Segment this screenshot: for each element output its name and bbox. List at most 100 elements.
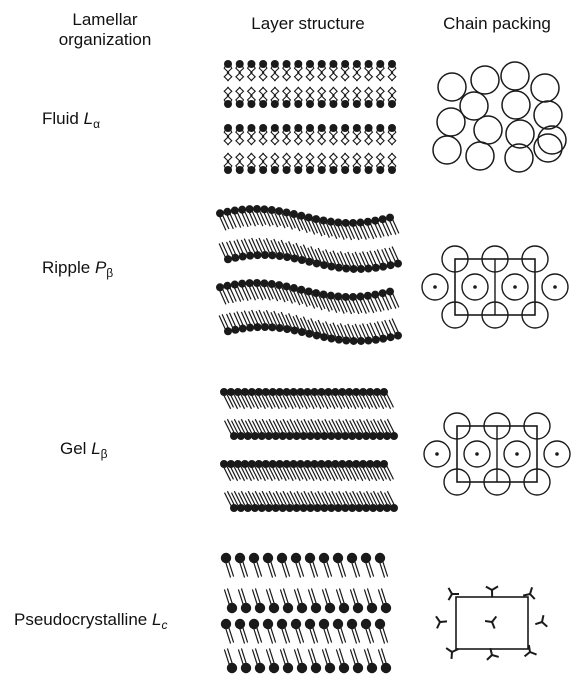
lipid-head [352, 662, 364, 674]
lipid-head [312, 215, 321, 224]
y-motif [435, 615, 448, 629]
lipid-tail [226, 86, 233, 105]
chain-circle [473, 115, 503, 145]
lipid-head [224, 166, 232, 174]
lipid-head [247, 388, 256, 396]
lipid-head [338, 388, 347, 396]
row-name: Gel [60, 439, 87, 458]
lipid-head [352, 166, 361, 174]
lipid-head [320, 504, 329, 512]
lipid-head [313, 432, 322, 440]
lipid-head [257, 432, 266, 440]
chain-circle [505, 119, 535, 149]
lipid-head [386, 287, 394, 296]
lipid-head [376, 166, 385, 174]
lipid-head [349, 218, 358, 227]
lipid-head [324, 388, 333, 396]
gel-layer-structure [220, 388, 398, 512]
row-label-fluid: Fluid Lα [42, 108, 100, 135]
row-subscript: β [100, 447, 108, 461]
lipid-head [329, 124, 338, 132]
lipid-head [290, 552, 302, 564]
lipid-head [306, 60, 314, 68]
lipid-head [318, 552, 330, 564]
lipid-head [334, 263, 343, 272]
lipid-head [320, 432, 329, 440]
lipid-tail [235, 127, 242, 146]
lipid-head [304, 618, 316, 630]
lipid-tail [390, 86, 397, 105]
lipid-head [386, 333, 395, 342]
lipid-tail [238, 63, 245, 82]
lipid-head [282, 282, 291, 291]
lipid-tail [223, 86, 230, 105]
y-motif [523, 644, 537, 658]
lipid-head [355, 432, 364, 440]
lipid-head [376, 504, 385, 512]
lipid-head [317, 60, 326, 68]
lipid-head [275, 324, 284, 333]
lipid-tail [332, 86, 338, 105]
lipid-head [380, 388, 388, 396]
lipid-head [352, 60, 361, 68]
lipid-tail [238, 152, 245, 171]
lipid-tail [364, 127, 370, 146]
lipid-head [220, 552, 232, 564]
lipid-head [282, 166, 291, 174]
chain-circle [481, 245, 509, 273]
lipid-tail [328, 86, 335, 105]
lipid-head [234, 618, 246, 630]
lipid-tail [223, 127, 230, 146]
lipid-head [348, 432, 357, 440]
lipid-head [276, 552, 288, 564]
lipid-head [282, 388, 291, 396]
motif-arm [522, 593, 531, 597]
lipid-head [338, 602, 350, 614]
row-name: Ripple [42, 258, 91, 277]
motif-arm [484, 620, 493, 623]
chain-circle [437, 72, 467, 102]
lipid-head [371, 263, 380, 272]
lipid-head [342, 264, 351, 273]
lipid-head [310, 388, 319, 396]
lipid-tail [308, 127, 315, 146]
lipid-head [278, 504, 287, 512]
lipid-head [366, 602, 378, 614]
lipid-head [243, 504, 252, 512]
lipid-head [362, 504, 371, 512]
motif-arm [491, 621, 496, 629]
lipid-head [364, 166, 373, 174]
motif-arm [489, 647, 493, 656]
lipid-head [324, 662, 336, 674]
lipid-head [317, 166, 326, 174]
lipid-head [246, 323, 255, 332]
chain-circle [463, 440, 491, 468]
pseudocrystalline-chain-packing [435, 585, 548, 661]
chain-circle [521, 245, 549, 273]
lipid-head [282, 60, 291, 68]
lipid-head [329, 166, 338, 174]
lipid-tail [378, 63, 385, 82]
lipid-tail [387, 63, 394, 82]
ripple-chain-packing [421, 245, 569, 329]
lipid-head [268, 662, 280, 674]
pseudocrystalline-layer-structure [220, 552, 392, 674]
lipid-head [317, 100, 326, 108]
lipid-head [373, 388, 382, 396]
chain-circle [483, 412, 511, 440]
lipid-head [388, 166, 396, 174]
chain-circle [533, 133, 563, 163]
lipid-head [383, 432, 392, 440]
lipid-head [394, 331, 402, 340]
lipid-head [259, 60, 268, 68]
row-label-ripple: Ripple Pβ [42, 257, 113, 284]
lipid-head [268, 602, 280, 614]
lipid-head [270, 100, 279, 108]
lipid-head [306, 432, 315, 440]
lipid-tail [364, 86, 370, 105]
lipid-tail [235, 152, 242, 171]
chain-circle [537, 125, 567, 155]
lipid-head [334, 432, 343, 440]
chain-circle [436, 107, 466, 137]
lipid-head [268, 460, 277, 468]
